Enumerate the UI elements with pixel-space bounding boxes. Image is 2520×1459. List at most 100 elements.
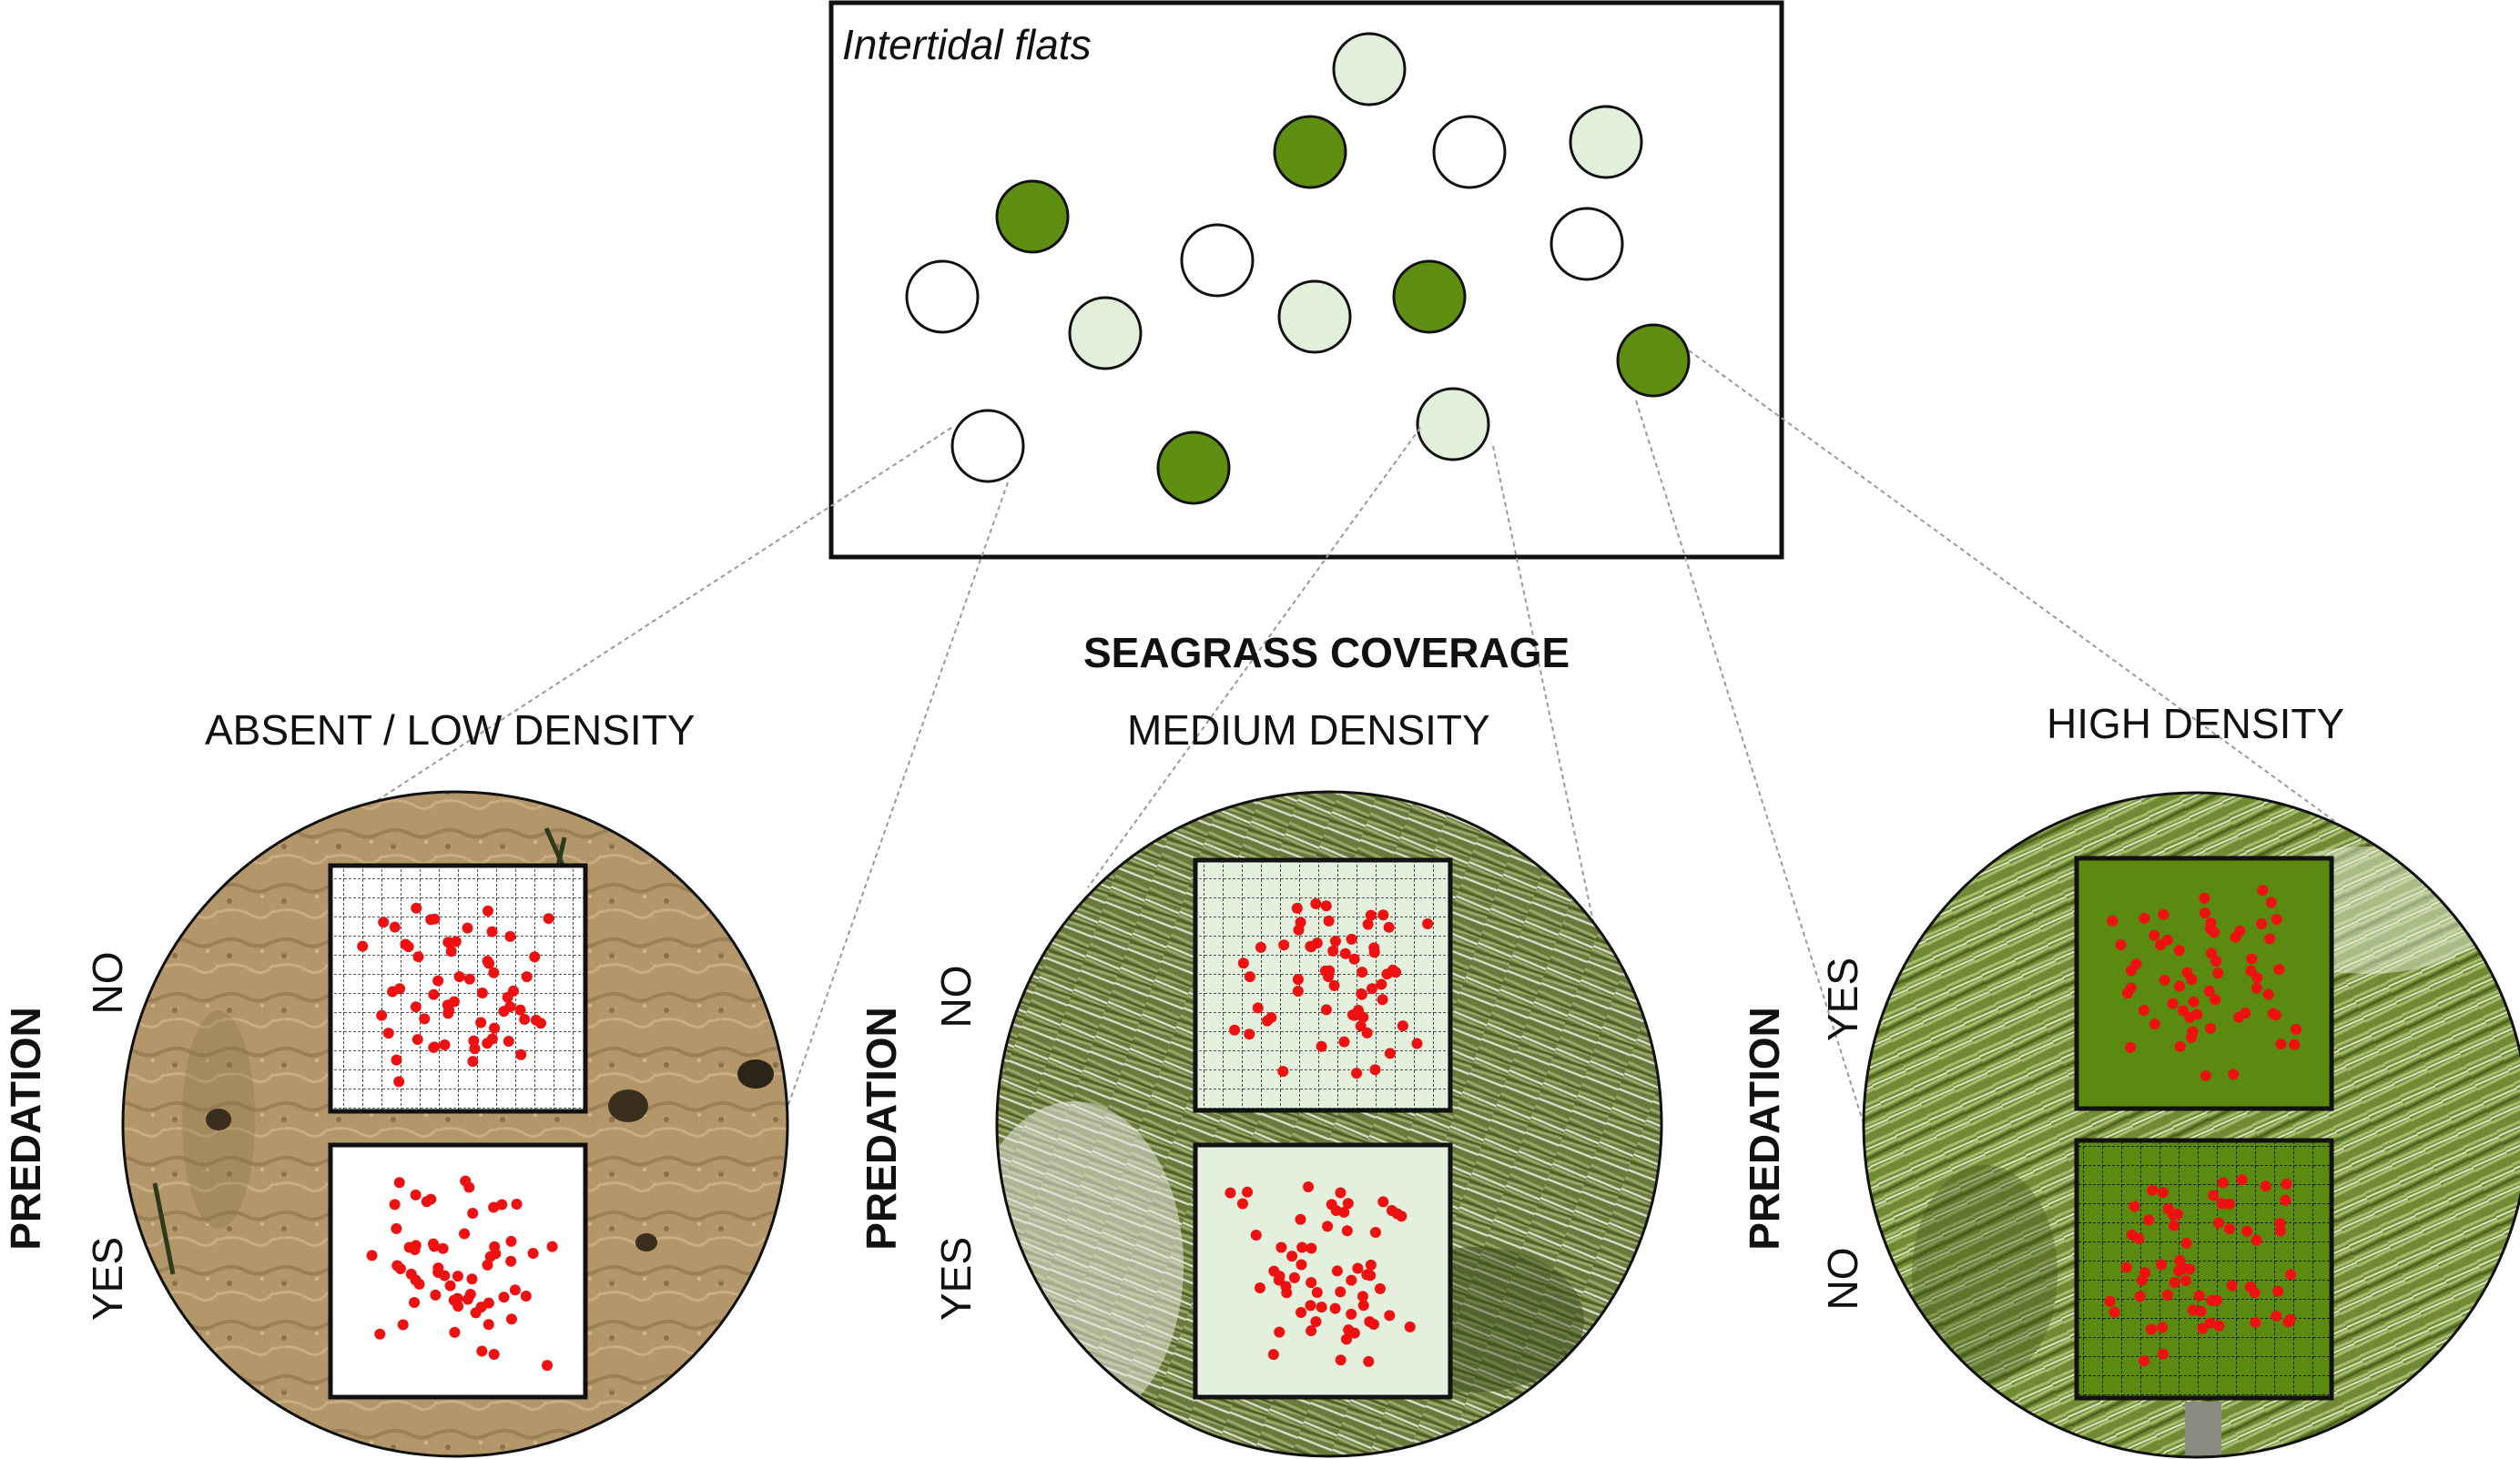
- prey-dot: [1361, 1027, 1373, 1039]
- prey-dot: [2244, 1281, 2256, 1292]
- prey-dot: [463, 1181, 475, 1193]
- prey-dot: [1352, 1262, 1364, 1274]
- prey-dot: [1323, 915, 1335, 927]
- prey-dot: [1320, 1004, 1332, 1016]
- prey-dot: [2272, 1285, 2284, 1297]
- prey-dot: [1377, 994, 1388, 1006]
- prey-dot: [2250, 1316, 2261, 1328]
- site-medium: [1416, 387, 1490, 461]
- prey-dot: [1348, 1327, 1360, 1339]
- prey-dot: [439, 1039, 451, 1051]
- prey-dot: [2241, 1225, 2253, 1237]
- prey-dot: [413, 1278, 425, 1290]
- prey-dot: [1327, 945, 1339, 957]
- site-absent: [905, 259, 980, 334]
- prey-dot: [467, 1056, 479, 1068]
- prey-dot: [467, 1207, 479, 1219]
- prey-dot: [2275, 1039, 2287, 1050]
- prey-dot: [409, 1244, 421, 1256]
- prey-dot: [1261, 1015, 1273, 1027]
- prey-dot: [2157, 1322, 2169, 1333]
- prey-dot: [2210, 994, 2221, 1006]
- prey-dot: [1292, 974, 1304, 986]
- prey-dot: [452, 1271, 463, 1282]
- predation-top-label-2: NO: [932, 965, 980, 1028]
- prey-dot: [2139, 913, 2150, 925]
- prey-dot: [1384, 1048, 1396, 1059]
- prey-dot: [2168, 1220, 2180, 1231]
- density-label-high: HIGH DENSITY: [2047, 700, 2345, 747]
- prey-dot: [410, 1001, 422, 1013]
- site-high: [1273, 115, 1347, 189]
- prey-dot: [2216, 1198, 2228, 1210]
- prey-dot: [389, 921, 401, 933]
- prey-dot: [445, 946, 457, 957]
- caged-plot: [2074, 1138, 2334, 1401]
- cage-grid: [330, 866, 585, 1111]
- prey-dot: [428, 988, 440, 1000]
- prey-dot: [2280, 1194, 2291, 1206]
- prey-dot: [378, 917, 390, 928]
- prey-dot: [2138, 1004, 2149, 1016]
- prey-dot: [2236, 1174, 2248, 1186]
- prey-dot: [1306, 1325, 1317, 1337]
- prey-dot: [1351, 1068, 1363, 1079]
- prey-dot: [527, 1247, 539, 1259]
- prey-dot: [412, 1034, 423, 1046]
- prey-dot: [432, 1262, 444, 1274]
- prey-dot: [2158, 908, 2169, 920]
- prey-dot: [2173, 980, 2185, 992]
- site-high: [1156, 431, 1231, 505]
- leader-line: [784, 481, 1009, 1116]
- prey-dot: [2156, 1259, 2168, 1271]
- cage-grid: [2077, 1140, 2332, 1398]
- prey-dot: [409, 1297, 421, 1309]
- prey-dot: [504, 1001, 516, 1013]
- prey-dot: [2108, 1306, 2120, 1318]
- prey-dot: [2274, 1225, 2286, 1237]
- prey-dot: [2157, 1187, 2169, 1199]
- prey-dot: [1320, 900, 1332, 912]
- prey-dot: [1384, 1310, 1396, 1322]
- plot-border: [328, 863, 588, 1114]
- prey-dot: [476, 1345, 488, 1357]
- prey-dot: [1306, 941, 1317, 953]
- prey-dot: [2193, 1290, 2205, 1302]
- prey-dot: [1386, 1205, 1397, 1217]
- prey-dot: [1404, 1321, 1416, 1332]
- caged-plot: [328, 863, 588, 1114]
- prey-dot: [2187, 1304, 2199, 1316]
- prey-dot: [459, 1228, 471, 1240]
- prey-dot: [2186, 1031, 2198, 1043]
- prey-dot: [430, 1289, 442, 1301]
- prey-dot: [419, 1013, 431, 1025]
- open-plot: [2074, 856, 2334, 1111]
- prey-dot: [2197, 1322, 2209, 1334]
- prey-dot: [2223, 1223, 2235, 1235]
- leader-line: [340, 427, 952, 825]
- prey-dot: [2199, 892, 2210, 904]
- prey-dot: [1331, 1265, 1343, 1277]
- prey-dot: [1346, 933, 1357, 945]
- prey-dot: [393, 1177, 405, 1189]
- prey-dot: [391, 1054, 402, 1066]
- prey-dot: [1237, 957, 1249, 969]
- plot-border: [2074, 856, 2334, 1111]
- prey-dot: [496, 1199, 508, 1211]
- prey-dot: [2209, 927, 2220, 938]
- prey-dot: [1357, 1291, 1368, 1302]
- prey-dot: [2265, 897, 2277, 908]
- prey-dot: [2180, 1274, 2191, 1286]
- prey-dot: [2273, 963, 2285, 975]
- prey-dot: [397, 1319, 409, 1331]
- prey-dot: [1296, 1307, 1307, 1319]
- prey-dot: [2257, 885, 2269, 897]
- predation-bottom-label-1: YES: [84, 1236, 131, 1322]
- prey-dot: [1346, 1308, 1357, 1320]
- prey-dot: [1397, 1020, 1408, 1032]
- prey-dot: [466, 1273, 478, 1285]
- prey-dot: [482, 1259, 493, 1271]
- open-plot: [1193, 1142, 1453, 1400]
- prey-dot: [394, 1263, 406, 1275]
- prey-dot: [505, 1313, 517, 1325]
